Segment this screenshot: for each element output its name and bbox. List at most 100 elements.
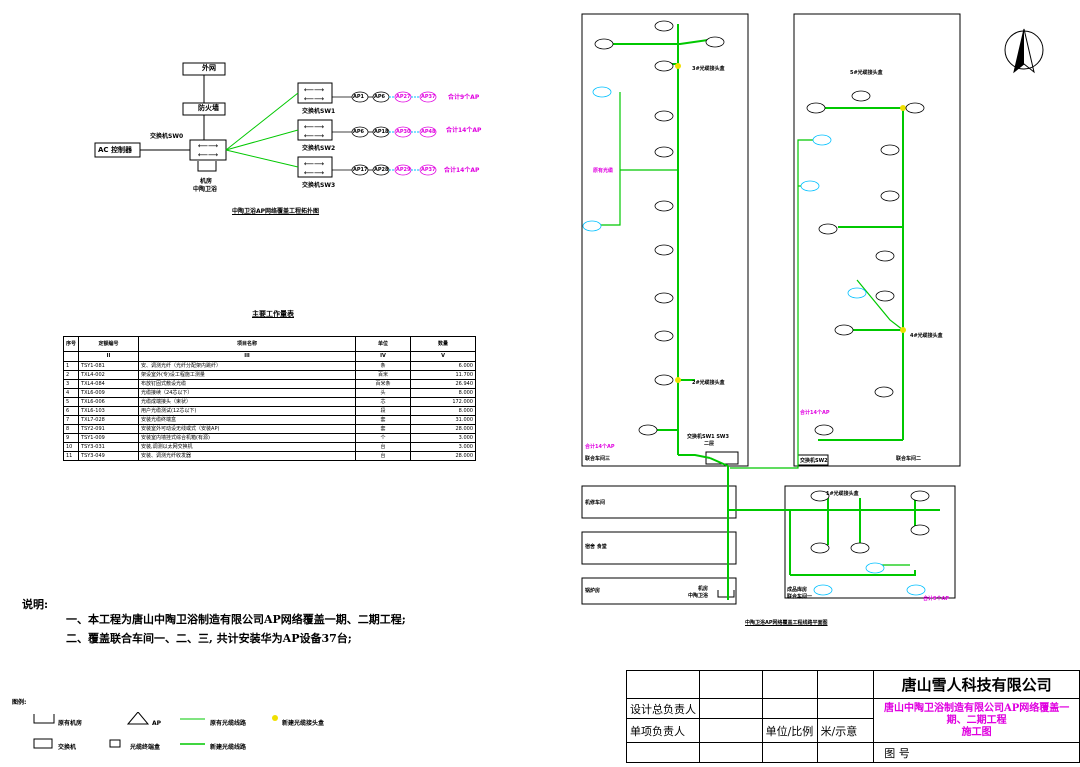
table-cell: TSY3-031 <box>78 442 140 452</box>
switch-label: 交换机SW1 SW3 <box>687 434 729 440</box>
legend-label: 交换机 <box>58 744 77 751</box>
topology-diagram: ⟵⟶ ⟵⟶ ⟵⟶⟵⟶ ⟵⟶⟵⟶ ⟵⟶⟵⟶ <box>94 62 437 178</box>
firewall-label: 防火墙 <box>198 104 219 112</box>
col-header: 序号 <box>62 336 80 352</box>
sub-header: V <box>410 351 476 362</box>
svg-text:⟵⟶: ⟵⟶ <box>304 95 324 103</box>
scale-value: 米/示意 <box>816 718 875 743</box>
building-label: 宿舍 食堂 <box>585 544 607 550</box>
table-cell: 2 <box>62 370 80 380</box>
table-cell: 安、调测光纤（光纤分配架内跳纤） <box>138 361 356 371</box>
building-label: 机修车间 <box>585 500 606 506</box>
table-cell: 百米 <box>355 370 411 380</box>
table-cell: TSY1-009 <box>78 433 140 443</box>
table-cell: 个 <box>355 433 411 443</box>
north-arrow-icon <box>1004 28 1044 74</box>
table-cell: 11 <box>62 451 80 461</box>
works-table-title: 主要工作量表 <box>252 310 294 318</box>
table-cell: TXL4-002 <box>78 370 140 380</box>
drawing-no-label: 图 号 <box>873 742 1080 763</box>
total-label: 合计9个AP <box>923 596 950 602</box>
legend-label: 原有机房 <box>58 720 83 727</box>
table-cell: 3.000 <box>410 433 476 443</box>
table-cell: 光缆成端接头（束状） <box>138 397 356 407</box>
legend-label: AP <box>152 720 162 727</box>
switch-sw1-label: 交换机SW1 <box>302 108 336 115</box>
svg-text:⟵⟶: ⟵⟶ <box>304 169 324 177</box>
table-cell: 26.940 <box>410 379 476 389</box>
legend-label: 新建光缆接头盒 <box>282 720 325 727</box>
table-cell: 6.000 <box>410 361 476 371</box>
table-cell: 光缆接续（24芯以下） <box>138 388 356 398</box>
ap-icon <box>126 712 150 725</box>
svg-text:⟵⟶: ⟵⟶ <box>304 132 324 140</box>
ap-label: AP30 <box>396 129 411 135</box>
svg-text:⟵⟶: ⟵⟶ <box>198 151 218 159</box>
splice-icon <box>272 715 278 721</box>
ap-label: AP1 <box>353 94 365 100</box>
table-cell: 7 <box>62 415 80 425</box>
table-cell: 10 <box>62 442 80 452</box>
table-cell: 6 <box>62 406 80 416</box>
table-cell: TSY1-081 <box>78 361 140 371</box>
design-lead-label: 设计总负责人 <box>626 698 700 719</box>
legend-symbols <box>33 712 278 749</box>
table-cell: 8 <box>62 424 80 434</box>
legend-label: 原有光缆线路 <box>210 720 247 727</box>
switch-label: 交换机SW2 <box>800 458 828 464</box>
col-header: 单位 <box>355 336 411 352</box>
room-label: 机房 <box>698 586 709 592</box>
splice-label: 2#光缆接头盒 <box>692 380 725 386</box>
svg-text:⟵⟶: ⟵⟶ <box>304 160 324 168</box>
room-icon <box>33 714 55 724</box>
total-label: 合计14个AP <box>800 410 830 416</box>
workshop-label: 联合车间三 <box>585 456 611 462</box>
stage-label: 施工图 <box>961 726 992 738</box>
table-cell: TXL6-006 <box>78 397 140 407</box>
svg-text:⟵⟶: ⟵⟶ <box>304 123 324 131</box>
ap-label: AP6 <box>374 94 386 100</box>
legend-label: 光缆终端盒 <box>130 744 161 751</box>
title-block: 唐山雪人科技有限公司 设计总负责人 唐山中陶卫浴制造有限公司AP网络覆盖一期、二… <box>626 670 1080 763</box>
table-cell: 1 <box>62 361 80 371</box>
ap-label: AP28 <box>374 167 389 173</box>
switch-icon <box>33 738 53 749</box>
svg-text:⟵⟶: ⟵⟶ <box>304 86 324 94</box>
table-cell: 安装光缆终端盒 <box>138 415 356 425</box>
sub-header: II <box>78 351 140 362</box>
ap-label: AP37 <box>421 167 436 173</box>
ap-label: AP37 <box>421 94 436 100</box>
table-cell: 31.000 <box>410 415 476 425</box>
splice-label: 5#光缆接头盒 <box>850 70 883 76</box>
svg-text:⟵⟶: ⟵⟶ <box>198 142 218 150</box>
table-cell: 3.000 <box>410 442 476 452</box>
col-header: 项目名称 <box>138 336 356 352</box>
ap-label: AP17 <box>353 167 368 173</box>
ap-total: 合计9个AP <box>448 94 480 101</box>
total-label: 合计14个AP <box>585 444 615 450</box>
table-cell: 8.000 <box>410 388 476 398</box>
table-cell: 3 <box>62 379 80 389</box>
topology-caption: 中陶卫浴AP网络覆盖工程拓扑图 <box>232 208 320 215</box>
table-cell: 28.000 <box>410 424 476 434</box>
splice-label: 1#光缆接头盒 <box>826 491 859 497</box>
note-line: 二、覆盖联合车间一、二、三, 共计安装华为AP设备37台; <box>66 632 352 645</box>
building-label: 成品库房 <box>787 587 808 593</box>
table-cell: 安装,调测以太网交换机 <box>138 442 356 452</box>
table-cell: 套 <box>355 424 411 434</box>
sub-header: III <box>138 351 356 362</box>
splice-label: 4#光缆接头盒 <box>910 333 943 339</box>
table-cell: 172.000 <box>410 397 476 407</box>
table-cell: 4 <box>62 388 80 398</box>
legend-heading: 图例: <box>12 699 27 706</box>
table-cell: 8.000 <box>410 406 476 416</box>
table-cell: TSY3-049 <box>78 451 140 461</box>
external-net-label: 外网 <box>202 64 216 72</box>
table-cell: 11.700 <box>410 370 476 380</box>
